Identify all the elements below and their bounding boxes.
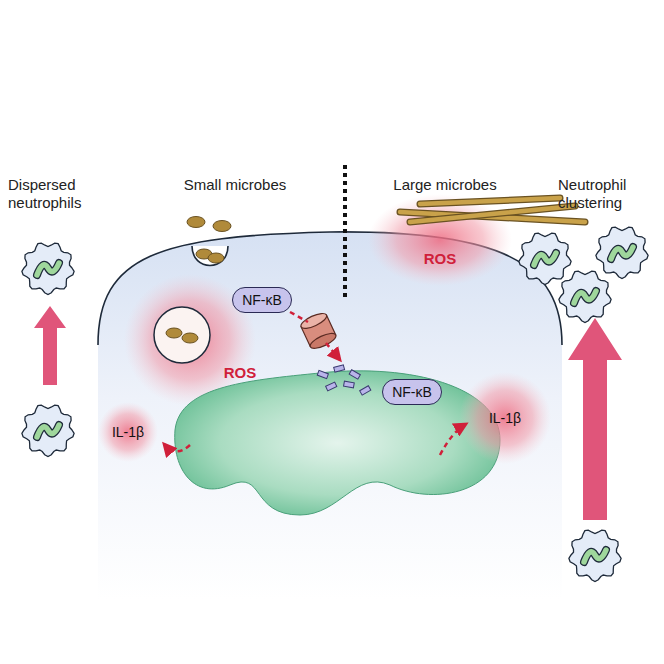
heading-label: Large microbes	[380, 176, 510, 194]
ros-label-box: ROS	[221, 361, 260, 384]
large-microbes	[400, 198, 585, 222]
peptide-fragments	[317, 365, 371, 395]
node-text: ROS	[424, 250, 457, 267]
secretion-arrow	[164, 444, 190, 451]
heading-label: Dispersed neutrophils	[8, 176, 108, 212]
nucleus	[175, 371, 500, 515]
node-text: NF-κB	[392, 384, 432, 400]
ros-glow	[368, 194, 512, 286]
node-text: IL-1β	[112, 424, 144, 440]
il1b-glow	[98, 402, 158, 462]
ros-label-box: ROS	[421, 247, 460, 270]
neutrophils	[22, 227, 648, 581]
degradation-arrow	[290, 312, 308, 322]
node-text: ROS	[224, 364, 257, 381]
cell-body	[98, 232, 562, 600]
microbe	[182, 333, 198, 343]
microbe	[208, 253, 224, 263]
secretion-arrow	[440, 424, 466, 455]
il1b-glow	[459, 372, 551, 464]
proteasome	[299, 310, 338, 351]
microbe	[187, 217, 205, 228]
node-text: NF-κB	[242, 292, 282, 308]
phagosome	[154, 307, 210, 363]
node-text: IL-1β	[489, 410, 521, 426]
il1b-circle: IL-1β	[109, 421, 148, 443]
nfkb-pill: NF-κB	[382, 379, 442, 405]
degradation-arrow	[326, 343, 340, 360]
nfkb-pill: NF-κB	[232, 287, 292, 313]
recruitment-arrow	[568, 318, 622, 520]
heading-label: Neutrophil clustering	[558, 176, 658, 212]
heading-label: Small microbes	[170, 176, 300, 194]
microbe	[213, 221, 231, 232]
microbe	[166, 328, 182, 338]
il1b-circle: IL-1β	[486, 407, 525, 429]
recruitment-arrow	[34, 306, 66, 385]
phagocytic-cup	[192, 246, 228, 266]
separator	[343, 165, 347, 300]
